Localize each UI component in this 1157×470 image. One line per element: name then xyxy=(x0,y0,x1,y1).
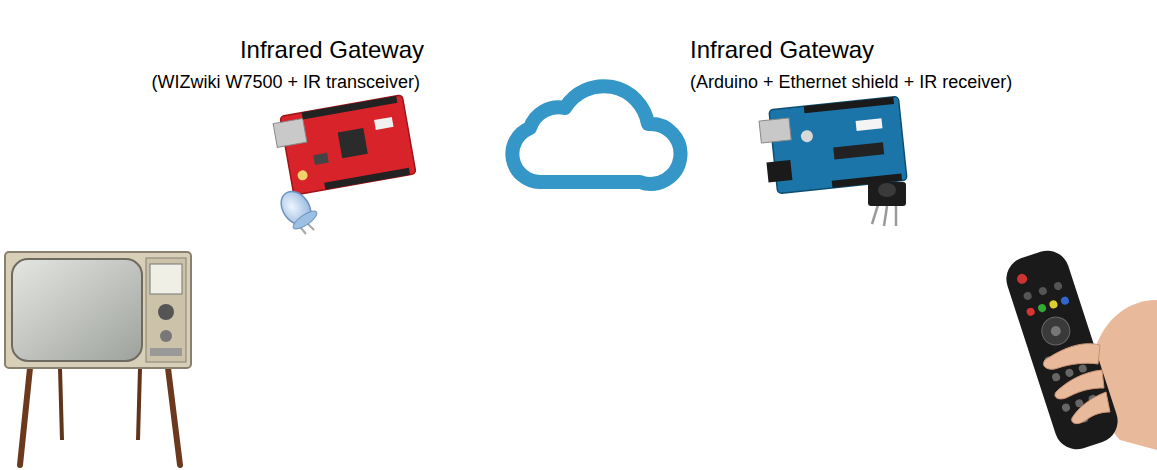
television xyxy=(5,252,191,465)
ir-led xyxy=(275,186,319,234)
gateway-title: Infrared Gateway xyxy=(690,36,874,65)
arduino-board xyxy=(758,96,907,194)
gateway-subtitle: (WIZwiki W7500 + IR transceiver) xyxy=(151,72,420,94)
gateway-title: Infrared Gateway xyxy=(240,36,424,65)
wizwiki-board xyxy=(272,95,416,197)
ir-receiver xyxy=(868,182,906,226)
hand-with-remote xyxy=(1001,245,1157,455)
cloud-icon xyxy=(512,86,680,184)
gateway-subtitle: (Arduino + Ethernet shield + IR receiver… xyxy=(690,72,1012,94)
